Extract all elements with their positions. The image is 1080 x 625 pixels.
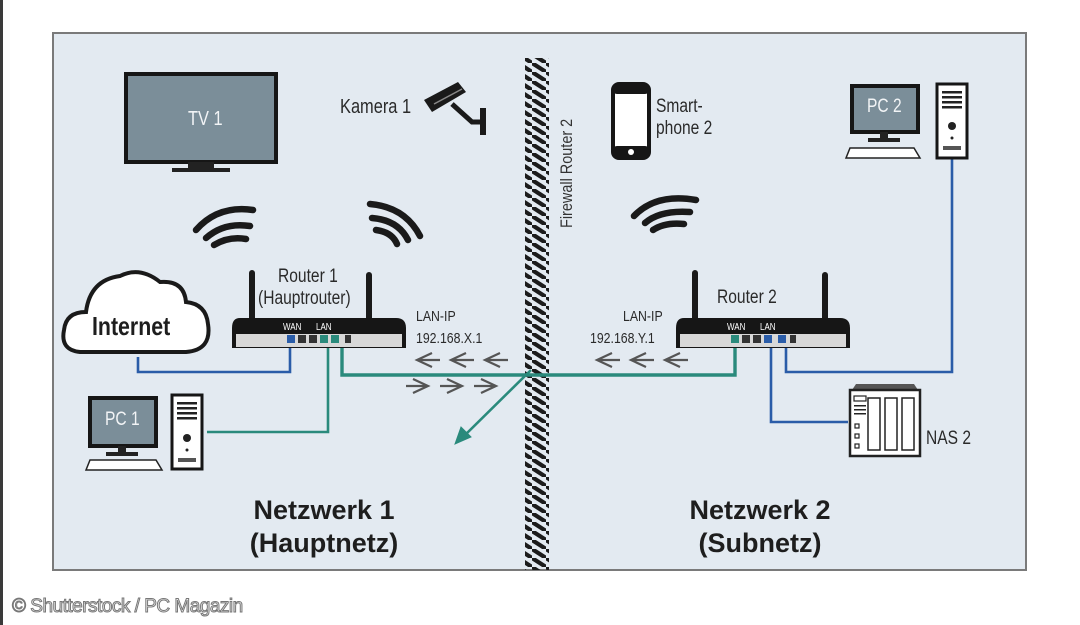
desktop-pc-icon bbox=[84, 393, 204, 471]
tv-label: TV 1 bbox=[188, 108, 223, 130]
wifi-signal-icon bbox=[192, 206, 257, 249]
smartphone-label-line1: Smart- bbox=[656, 96, 703, 117]
deflected-arrowhead bbox=[454, 426, 472, 445]
pc2-label: PC 2 bbox=[867, 96, 902, 117]
network2-title: Netzwerk 2 bbox=[689, 495, 831, 525]
router1-wan-label: WAN bbox=[283, 322, 302, 333]
network2-subtitle: (Subnetz) bbox=[698, 528, 822, 558]
router1-subtitle: (Hauptrouter) bbox=[258, 288, 351, 309]
router-icon bbox=[676, 270, 850, 348]
firewall-wall bbox=[525, 58, 549, 570]
router1-lan-ip-label: LAN-IP bbox=[416, 308, 456, 325]
arrows-left-network2 bbox=[594, 352, 688, 368]
nas2-label: NAS 2 bbox=[926, 428, 972, 449]
image-credit: © Shutterstock / PC Magazin bbox=[12, 596, 244, 618]
tv-icon bbox=[124, 72, 278, 172]
firewall-label: Firewall Router 2 bbox=[557, 118, 576, 228]
router1-lan-ip-value: 192.168.X.1 bbox=[416, 330, 483, 347]
wifi-signal-icon bbox=[630, 195, 700, 234]
cable-router1-pc1 bbox=[207, 340, 330, 434]
router2-lan-ip-label: LAN-IP bbox=[623, 308, 663, 325]
connection-lines bbox=[136, 158, 954, 445]
network1-subtitle: (Hauptnetz) bbox=[249, 528, 399, 558]
cable-internet-router1 bbox=[136, 340, 292, 374]
router2-lan-label: LAN bbox=[760, 322, 776, 333]
arrows-left-network1 bbox=[414, 352, 508, 368]
cable-router2-nas2 bbox=[769, 340, 848, 424]
smartphone-icon bbox=[611, 82, 651, 160]
cable-router1-router2 bbox=[340, 340, 737, 377]
network1-title: Netzwerk 1 bbox=[253, 495, 395, 525]
internet-label: Internet bbox=[92, 311, 171, 341]
security-camera-icon bbox=[424, 82, 486, 135]
nas-icon bbox=[848, 384, 922, 458]
cable-router2-pc2 bbox=[784, 158, 954, 374]
arrows-right-network1 bbox=[406, 378, 499, 394]
router-icon bbox=[232, 270, 406, 348]
network1-heading: Netzwerk 1 (Hauptnetz) bbox=[224, 494, 424, 560]
router1-name: Router 1 bbox=[278, 266, 338, 287]
router1-lan-label: LAN bbox=[316, 322, 332, 333]
desktop-pc-icon bbox=[844, 82, 969, 160]
router2-name: Router 2 bbox=[717, 287, 777, 308]
smartphone-label-line2: phone 2 bbox=[656, 118, 713, 139]
wifi-signal-icon bbox=[366, 200, 424, 248]
cloud-icon bbox=[61, 270, 211, 354]
network2-heading: Netzwerk 2 (Subnetz) bbox=[660, 494, 860, 560]
camera-label: Kamera 1 bbox=[340, 96, 412, 118]
traffic-arrows bbox=[406, 352, 688, 394]
router2-lan-ip-value: 192.168.Y.1 bbox=[590, 330, 655, 347]
deflected-traffic-arrow bbox=[461, 369, 532, 439]
pc1-label: PC 1 bbox=[105, 409, 140, 430]
left-edge-border bbox=[0, 0, 3, 625]
router2-wan-label: WAN bbox=[727, 322, 746, 333]
